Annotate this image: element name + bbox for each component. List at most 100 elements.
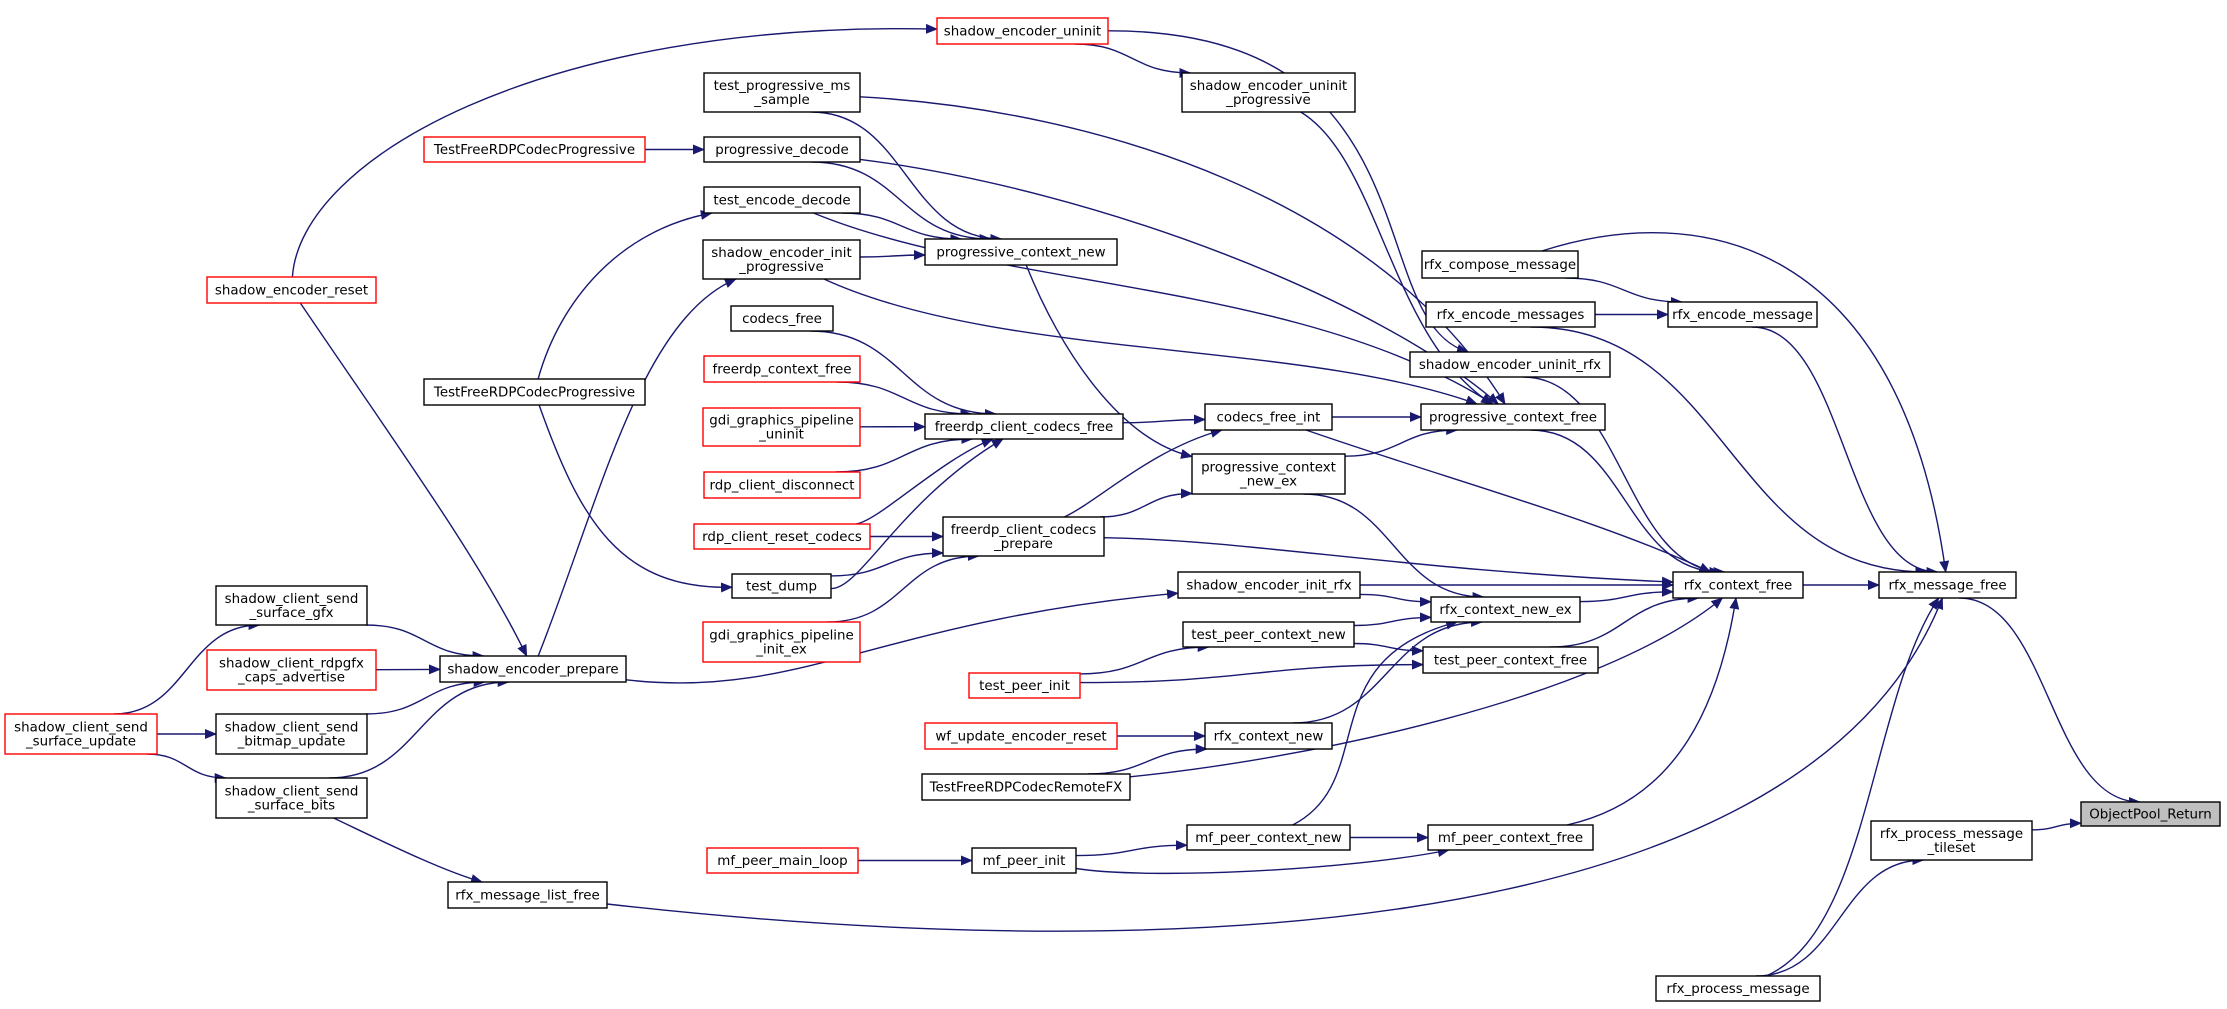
node-box[interactable] — [215, 777, 368, 819]
node-wf-update-encoder-reset[interactable]: wf_update_encoder_reset — [924, 722, 1118, 750]
node-shadow-encoder-uninit[interactable]: shadow_encoder_uninit — [936, 17, 1109, 45]
node-box[interactable] — [1186, 824, 1351, 851]
node-rdp-client-reset-codecs[interactable]: rdp_client_reset_codecs — [693, 523, 871, 550]
node-box[interactable] — [921, 773, 1131, 801]
node-box[interactable] — [1430, 596, 1581, 623]
node-progressive-context-free[interactable]: progressive_context_free — [1420, 403, 1606, 431]
node-box[interactable] — [703, 355, 861, 383]
node-rfx-process-message[interactable]: rfx_process_message — [1655, 975, 1821, 1002]
node-box[interactable] — [1655, 975, 1821, 1002]
node-gdi-graphics-pipeline-uninit[interactable]: gdi_graphics_pipeline_uninit — [702, 407, 861, 447]
node-shadow-encoder-uninit-rfx[interactable]: shadow_encoder_uninit_rfx — [1409, 351, 1611, 378]
node-rfx-process-message-tileset[interactable]: rfx_process_message_tileset — [1870, 820, 2033, 861]
node-shadow-encoder-init-progressive[interactable]: shadow_encoder_init_progressive — [702, 239, 861, 280]
node-box[interactable] — [1422, 646, 1599, 674]
node-box[interactable] — [206, 649, 377, 691]
node-box[interactable] — [4, 713, 158, 755]
node-box[interactable] — [924, 413, 1124, 440]
node-test-dump[interactable]: test_dump — [731, 573, 832, 599]
node-rfx-encode-message[interactable]: rfx_encode_message — [1667, 301, 1818, 328]
node-box[interactable] — [924, 238, 1118, 266]
node-freerdp-client-codecs-prepare[interactable]: freerdp_client_codecs_prepare — [942, 516, 1105, 557]
node-shadow-client-rdpgfx-caps-advertise[interactable]: shadow_client_rdpgfx_caps_advertise — [206, 649, 377, 691]
node-rfx-message-free[interactable]: rfx_message_free — [1878, 571, 2017, 599]
node-progressive-context-new[interactable]: progressive_context_new — [924, 238, 1118, 266]
node-shadow-encoder-reset[interactable]: shadow_encoder_reset — [206, 276, 377, 304]
node-codecs-free[interactable]: codecs_free — [730, 305, 834, 332]
node-box[interactable] — [702, 407, 861, 447]
node-progressive-context-new-ex[interactable]: progressive_context_new_ex — [1191, 453, 1346, 495]
node-shadow-encoder-prepare[interactable]: shadow_encoder_prepare — [439, 655, 627, 683]
node-box[interactable] — [423, 378, 646, 406]
node-box[interactable] — [702, 621, 861, 663]
node-freerdp-client-codecs-free[interactable]: freerdp_client_codecs_free — [924, 413, 1124, 440]
node-box[interactable] — [1177, 571, 1361, 599]
node-box[interactable] — [215, 713, 368, 755]
node-box[interactable] — [215, 585, 368, 626]
node-test-freerdp-codec-remotefx[interactable]: TestFreeRDPCodecRemoteFX — [921, 773, 1131, 801]
node-box[interactable] — [423, 136, 646, 163]
node-box[interactable] — [703, 471, 861, 499]
node-box[interactable] — [1181, 72, 1356, 113]
node-shadow-client-send-bitmap-update[interactable]: shadow_client_send_bitmap_update — [215, 713, 368, 755]
node-box[interactable] — [206, 276, 377, 304]
node-box[interactable] — [1878, 571, 2017, 599]
node-box[interactable] — [2080, 801, 2221, 827]
node-box[interactable] — [706, 847, 859, 874]
node-box[interactable] — [1191, 453, 1346, 495]
node-mf-peer-context-free[interactable]: mf_peer_context_free — [1427, 824, 1594, 851]
node-test-peer-context-free[interactable]: test_peer_context_free — [1422, 646, 1599, 674]
node-box[interactable] — [971, 847, 1077, 874]
node-test-freerdp-codec-progressive[interactable]: TestFreeRDPCodecProgressive — [423, 378, 646, 406]
node-box[interactable] — [1182, 621, 1355, 648]
node-box[interactable] — [968, 672, 1081, 699]
node-shadow-encoder-init-rfx[interactable]: shadow_encoder_init_rfx — [1177, 571, 1361, 599]
node-test-peer-context-new[interactable]: test_peer_context_new — [1182, 621, 1355, 648]
node-rfx-message-list-free[interactable]: rfx_message_list_free — [447, 881, 608, 909]
node-rfx-encode-messages[interactable]: rfx_encode_messages — [1425, 301, 1596, 328]
node-test-peer-init[interactable]: test_peer_init — [968, 672, 1081, 699]
node-box[interactable] — [1421, 250, 1579, 279]
node-codecs-free-int[interactable]: codecs_free_int — [1204, 403, 1333, 431]
node-shadow-client-send-surface-bits[interactable]: shadow_client_send_surface_bits — [215, 777, 368, 819]
node-rfx-context-new-ex[interactable]: rfx_context_new_ex — [1430, 596, 1581, 623]
node-box[interactable] — [924, 722, 1118, 750]
node-box[interactable] — [731, 573, 832, 599]
node-box[interactable] — [1870, 820, 2033, 861]
node-shadow-client-send-surface-update[interactable]: shadow_client_send_surface_update — [4, 713, 158, 755]
node-gdi-graphics-pipeline-init-ex[interactable]: gdi_graphics_pipeline_init_ex — [702, 621, 861, 663]
node-box[interactable] — [730, 305, 834, 332]
node-box[interactable] — [1672, 571, 1804, 599]
node-box[interactable] — [1420, 403, 1606, 431]
node-rfx-compose-message[interactable]: rfx_compose_message — [1421, 250, 1579, 279]
node-rfx-context-new[interactable]: rfx_context_new — [1204, 722, 1333, 750]
node-box[interactable] — [702, 239, 861, 280]
node-box[interactable] — [942, 516, 1105, 557]
node-test-encode-decode[interactable]: test_encode_decode — [703, 186, 861, 214]
node-rfx-context-free[interactable]: rfx_context_free — [1672, 571, 1804, 599]
node-box[interactable] — [703, 72, 861, 113]
node-box[interactable] — [1204, 403, 1333, 431]
node-box[interactable] — [703, 186, 861, 214]
node-mf-peer-main-loop[interactable]: mf_peer_main_loop — [706, 847, 859, 874]
node-box[interactable] — [1667, 301, 1818, 328]
node-box[interactable] — [703, 136, 861, 163]
node-box[interactable] — [1425, 301, 1596, 328]
node-shadow-encoder-uninit-progressive[interactable]: shadow_encoder_uninit_progressive — [1181, 72, 1356, 113]
node-box[interactable] — [1409, 351, 1611, 378]
node-object-pool-return[interactable]: ObjectPool_Return — [2080, 801, 2221, 827]
node-box[interactable] — [1204, 722, 1333, 750]
node-box[interactable] — [1427, 824, 1594, 851]
node-box[interactable] — [447, 881, 608, 909]
node-box[interactable] — [439, 655, 627, 683]
node-mf-peer-context-new[interactable]: mf_peer_context_new — [1186, 824, 1351, 851]
node-box[interactable] — [936, 17, 1109, 45]
node-test-freerdp-codec-progressive-red[interactable]: TestFreeRDPCodecProgressive — [423, 136, 646, 163]
node-rdp-client-disconnect[interactable]: rdp_client_disconnect — [703, 471, 861, 499]
node-test-progressive-ms-sample[interactable]: test_progressive_ms_sample — [703, 72, 861, 113]
node-box[interactable] — [693, 523, 871, 550]
node-mf-peer-init[interactable]: mf_peer_init — [971, 847, 1077, 874]
node-shadow-client-send-surface-gfx[interactable]: shadow_client_send_surface_gfx — [215, 585, 368, 626]
node-freerdp-context-free[interactable]: freerdp_context_free — [703, 355, 861, 383]
node-progressive-decode[interactable]: progressive_decode — [703, 136, 861, 163]
